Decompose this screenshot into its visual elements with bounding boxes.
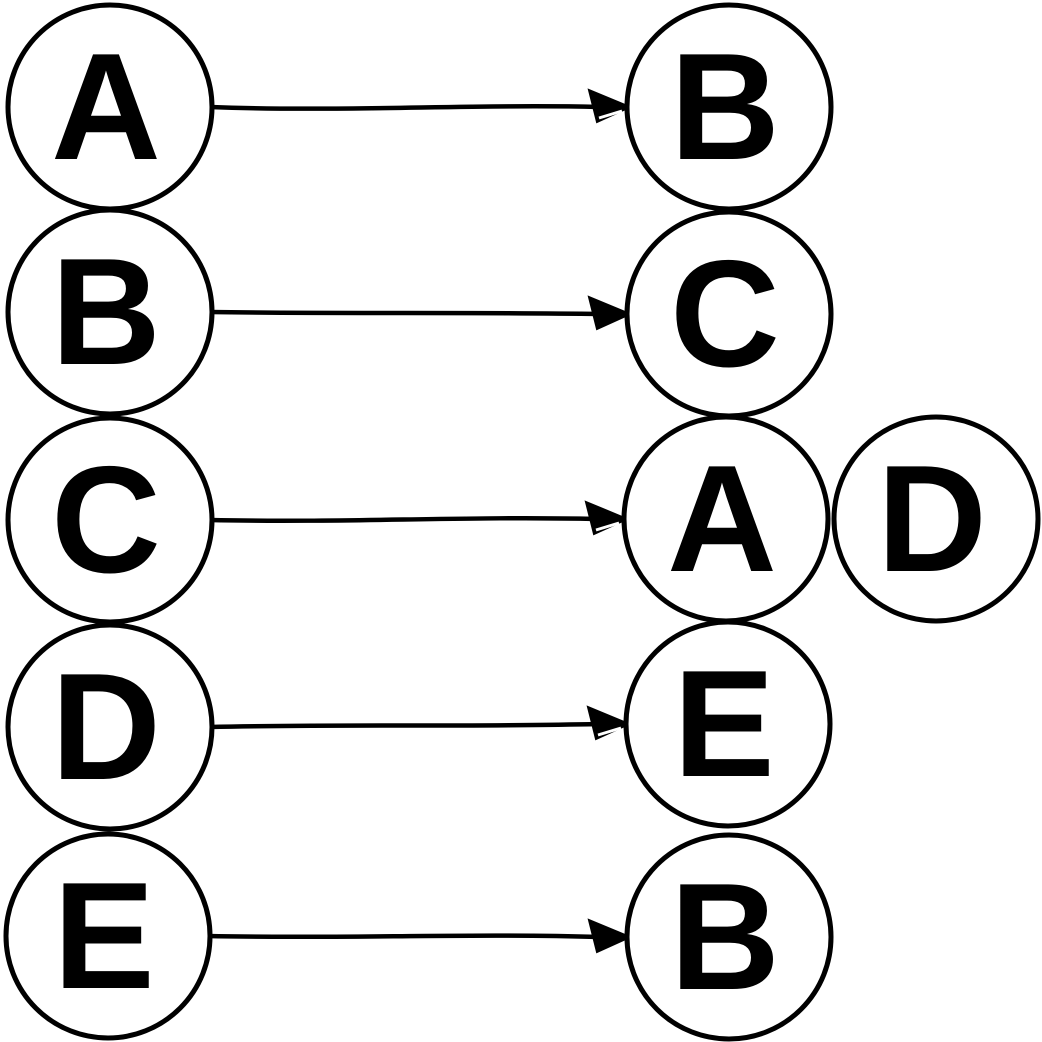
node-circle-L-C bbox=[5, 415, 215, 625]
arrowhead-sketch-detail bbox=[597, 726, 622, 737]
node-R-A: A bbox=[621, 414, 831, 624]
node-L-B: B bbox=[5, 207, 215, 417]
arrowhead-icon-A-to-B bbox=[587, 88, 633, 124]
edge-line-C-to-A bbox=[207, 515, 600, 524]
node-circle-R-E bbox=[623, 619, 833, 829]
edge-line-D-to-E bbox=[207, 721, 602, 730]
node-L-E: E bbox=[3, 831, 213, 1041]
arrowhead-icon-C-to-A bbox=[584, 500, 630, 536]
node-label-R-C: C bbox=[670, 229, 780, 399]
node-R-C: C bbox=[624, 209, 834, 419]
node-L-A: A bbox=[5, 2, 215, 212]
arrowhead-sketch-detail bbox=[595, 521, 620, 532]
node-R-B1: B bbox=[624, 2, 834, 212]
node-L-C: C bbox=[5, 415, 215, 625]
node-R-B2: B bbox=[624, 832, 834, 1042]
node-circle-R-B2 bbox=[624, 832, 834, 1042]
node-R-E: E bbox=[623, 619, 833, 829]
node-label-L-B: B bbox=[51, 227, 161, 397]
edge-line-E-to-B bbox=[205, 933, 603, 940]
node-label-R-A: A bbox=[667, 434, 777, 604]
edge-line-A-to-B bbox=[207, 104, 603, 111]
arrowhead-icon-B-to-C bbox=[587, 295, 633, 331]
node-circle-L-B bbox=[5, 207, 215, 417]
node-L-D: D bbox=[5, 622, 215, 832]
node-circle-R-D bbox=[831, 414, 1041, 624]
node-label-L-D: D bbox=[51, 642, 161, 812]
node-label-L-E: E bbox=[53, 851, 154, 1021]
node-circle-L-D bbox=[5, 622, 215, 832]
node-circle-L-E bbox=[3, 831, 213, 1041]
node-label-R-D: D bbox=[877, 434, 987, 604]
node-label-R-B1: B bbox=[670, 22, 780, 192]
node-label-R-B2: B bbox=[670, 852, 780, 1022]
arrowhead-sketch-detail bbox=[598, 109, 623, 120]
arrowhead-icon-E-to-B bbox=[587, 918, 633, 954]
edge-line-B-to-C bbox=[207, 309, 603, 317]
node-label-L-C: C bbox=[51, 435, 161, 605]
arrowhead-icon-D-to-E bbox=[586, 705, 632, 741]
node-label-R-E: E bbox=[673, 639, 774, 809]
node-R-D: D bbox=[831, 414, 1041, 624]
node-circle-R-B1 bbox=[624, 2, 834, 212]
node-label-L-A: A bbox=[51, 22, 161, 192]
